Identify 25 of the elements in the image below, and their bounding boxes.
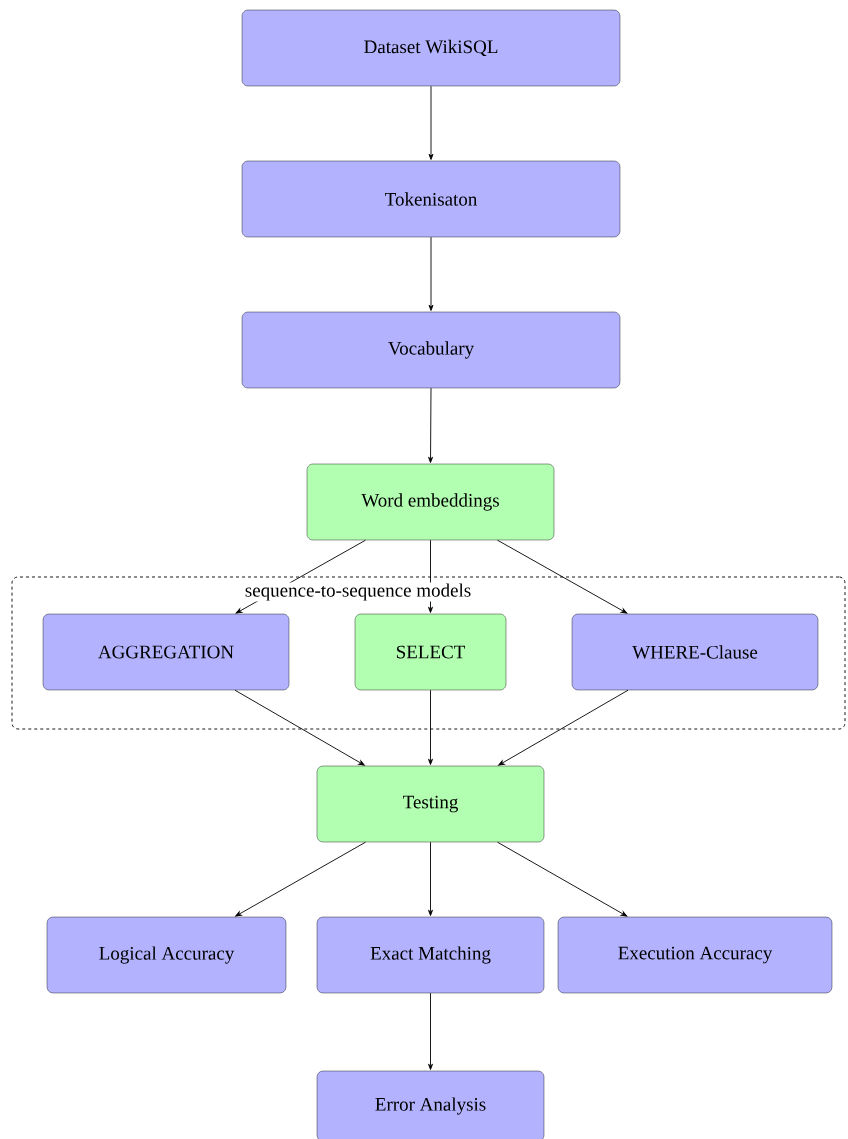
process-box: Vocabulary [241, 311, 621, 389]
process-box: Execution Accuracy [557, 916, 833, 994]
process-box: Exact Matching [316, 916, 545, 994]
process-box: Error Analysis [316, 1070, 545, 1139]
process-box: SELECT [354, 613, 507, 691]
process-box: AGGREGATION [42, 613, 290, 691]
process-box: Dataset WikiSQL [241, 9, 621, 87]
group-label: sequence-to-sequence models [243, 582, 473, 602]
arrow [428, 992, 433, 1070]
arrow [234, 689, 365, 766]
arrow [428, 689, 433, 765]
process-box: WHERE-Clause [571, 613, 819, 691]
arrow [428, 841, 433, 916]
process-box: Testing [316, 765, 545, 843]
process-box: Word embeddings [306, 463, 555, 541]
arrow [428, 387, 433, 463]
process-box: Logical Accuracy [46, 916, 287, 994]
arrow [497, 539, 628, 614]
arrow [497, 841, 628, 917]
arrow [428, 236, 434, 311]
arrow [428, 85, 434, 160]
arrow [235, 841, 366, 917]
arrow [498, 689, 629, 766]
process-box: Tokenisaton [241, 160, 621, 238]
group-box [11, 576, 846, 730]
